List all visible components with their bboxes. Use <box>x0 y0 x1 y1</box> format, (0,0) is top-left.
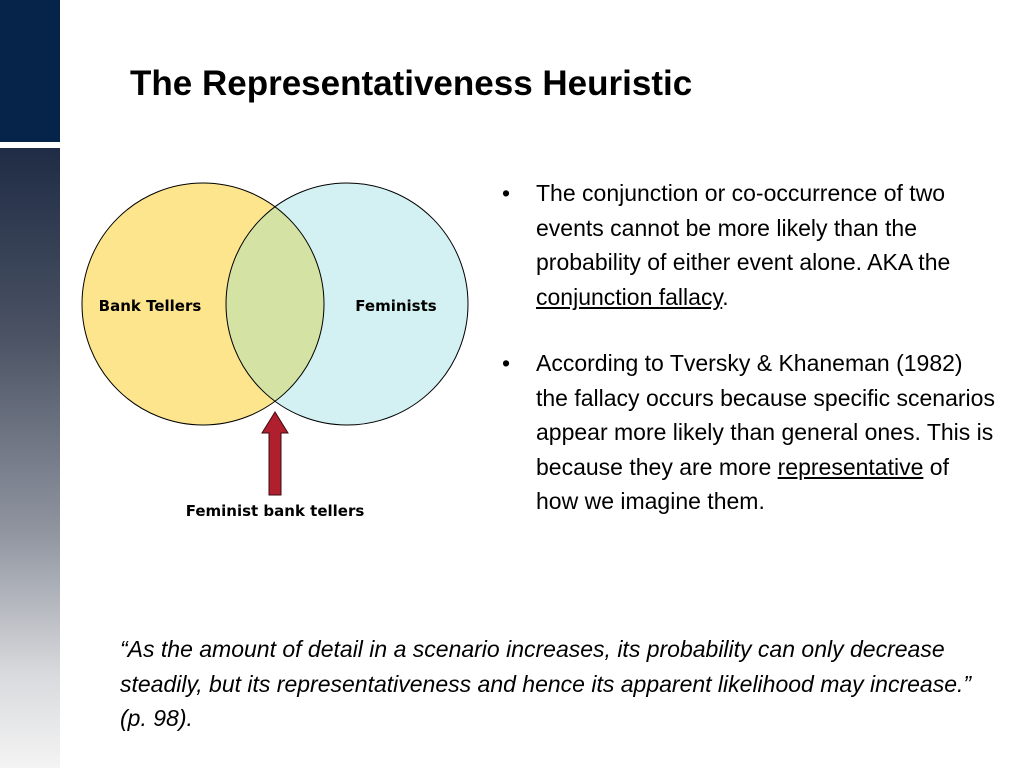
bank-tellers-outline <box>81 182 325 426</box>
sidebar-gradient-band <box>0 148 60 768</box>
bullet-dot-icon: • <box>502 180 511 206</box>
sidebar-divider <box>0 142 60 148</box>
overlap-region <box>226 183 324 425</box>
bullet-dot-icon: • <box>502 350 511 376</box>
bullet-text-end: . <box>722 283 729 310</box>
bullet-text-end: of how we imagine them. <box>536 453 949 515</box>
bullet-list: • The conjunction or co-occurrence of tw… <box>496 176 996 519</box>
quote-text: “As the amount of detail in a scenario i… <box>120 636 972 731</box>
feminists-outline <box>225 182 469 426</box>
sidebar-dark-band <box>0 0 60 142</box>
bullet-item: • The conjunction or co-occurrence of tw… <box>496 176 996 314</box>
up-arrow-icon <box>261 411 289 496</box>
venn-diagram: Bank Tellers Feminists Feminist bank tel… <box>81 182 469 520</box>
feminists-label: Feminists <box>355 297 437 315</box>
slide-title: The Representativeness Heuristic <box>130 64 693 103</box>
bullet-text: The conjunction or co-occurrence of two … <box>536 180 951 275</box>
bullet-item: • According to Tversky & Khaneman (1982)… <box>496 346 996 519</box>
bullet-text: According to Tversky & Khaneman (1982) t… <box>536 350 995 480</box>
intersection-label: Feminist bank tellers <box>186 502 365 520</box>
bank-tellers-label: Bank Tellers <box>99 297 202 315</box>
bullet-term-underlined: conjunction fallacy <box>536 283 723 310</box>
bullet-term-underlined: representative <box>777 453 924 480</box>
